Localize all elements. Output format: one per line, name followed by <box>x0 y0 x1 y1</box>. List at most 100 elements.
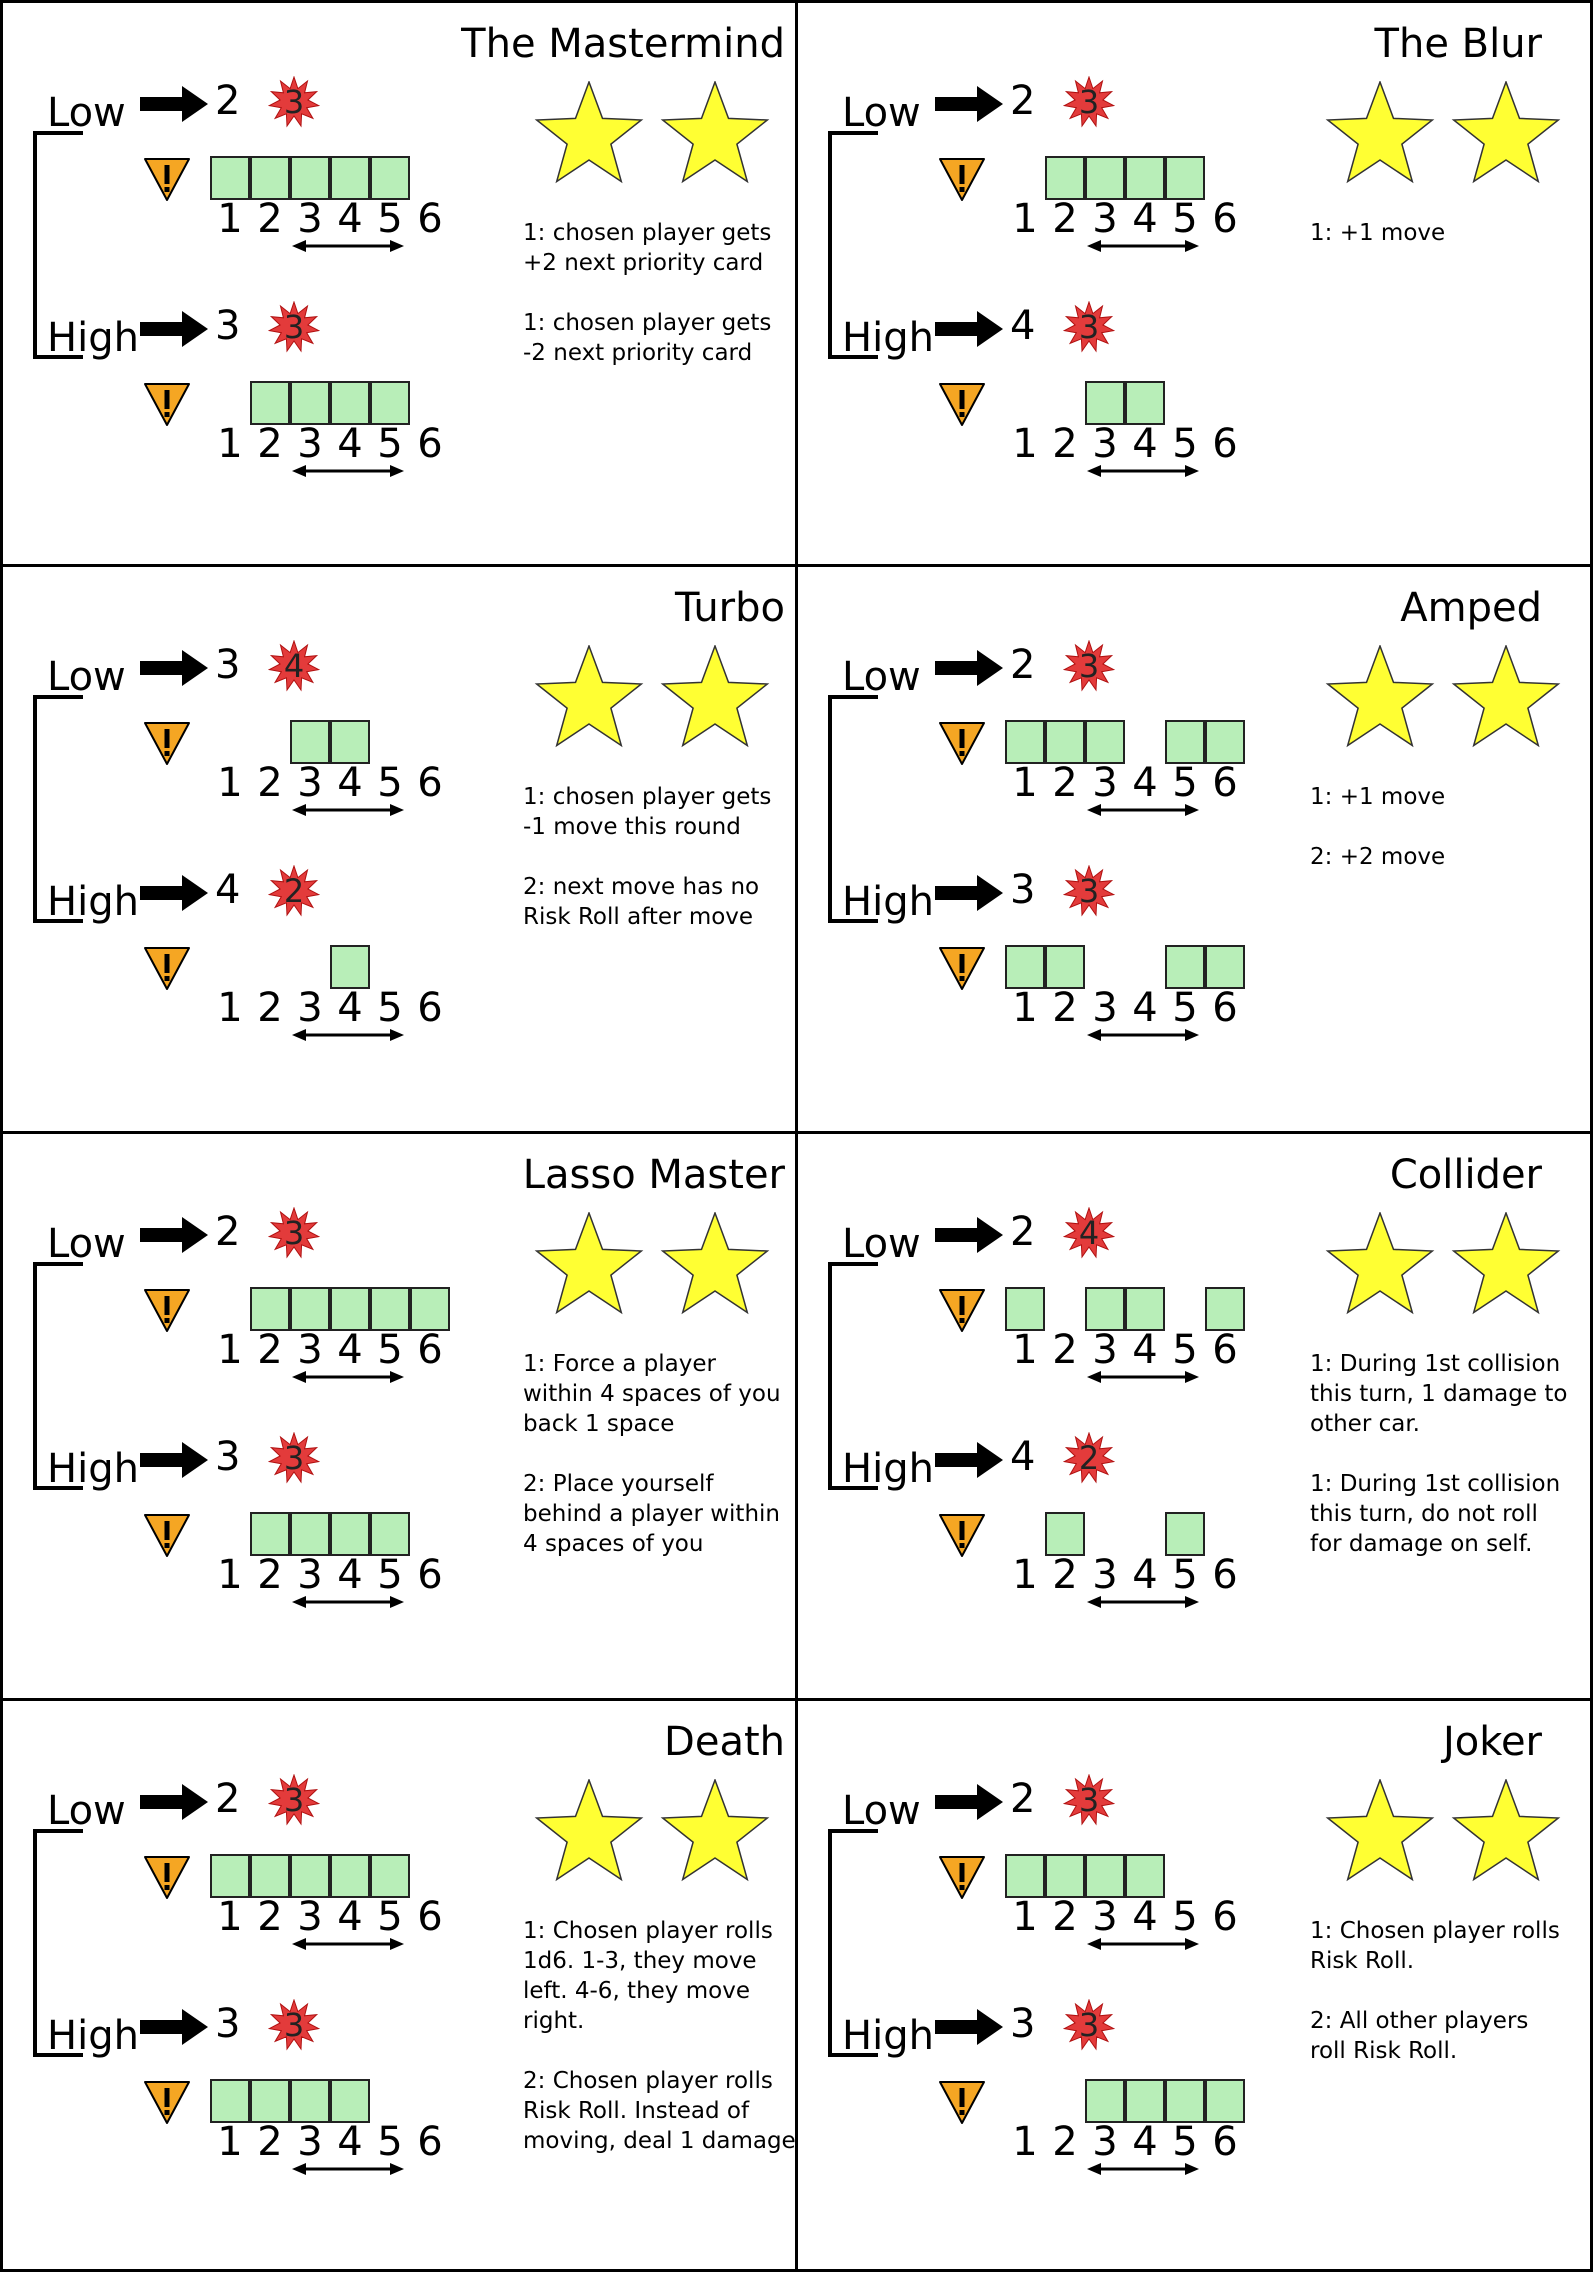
risk-value: 3 <box>284 1214 304 1252</box>
lane-number: 1 <box>217 421 243 467</box>
card-title: Turbo <box>674 585 785 631</box>
warning-icon <box>144 383 190 426</box>
lane-number: 2 <box>257 1894 283 1940</box>
lane-number: 4 <box>337 196 363 242</box>
warning-icon <box>939 158 985 201</box>
card-title: Collider <box>1389 1152 1542 1198</box>
lane-number: 4 <box>337 1327 363 1373</box>
lane-number: 3 <box>1092 760 1118 806</box>
lane-number: 1 <box>217 1894 243 1940</box>
range-arrow-icon <box>292 1029 404 1041</box>
slot-4 <box>330 720 370 764</box>
lane-number: 2 <box>257 2119 283 2165</box>
lane-number: 4 <box>337 985 363 1031</box>
lane-number: 6 <box>417 760 443 806</box>
card-title: The Mastermind <box>461 21 785 67</box>
high-label: High <box>842 2013 934 2059</box>
lane-number: 5 <box>377 1327 403 1373</box>
lane-number: 2 <box>1052 1894 1078 1940</box>
risk-value: 3 <box>1079 308 1099 346</box>
lane-number: 3 <box>1092 1894 1118 1940</box>
effect-text: 1: chosen player gets -1 move this round <box>523 784 772 840</box>
slot-3 <box>290 1287 330 1331</box>
slot-2 <box>250 1854 290 1898</box>
slot-2 <box>250 381 290 425</box>
lane-number: 5 <box>377 1552 403 1598</box>
lane-number: 5 <box>1172 421 1198 467</box>
move-value: 2 <box>1010 1209 1036 1255</box>
risk-burst-icon: 2 <box>268 865 320 917</box>
lane-number: 3 <box>1092 985 1118 1031</box>
effects-list: 1: Chosen player rolls Risk Roll.2: All … <box>1310 1916 1585 2096</box>
slot-4 <box>1125 156 1165 200</box>
lane-number: 1 <box>217 196 243 242</box>
risk-value: 2 <box>284 872 304 910</box>
risk-value: 3 <box>284 1439 304 1477</box>
slot-1 <box>1005 1287 1045 1331</box>
slot-3 <box>1085 381 1125 425</box>
card-title: Joker <box>1442 1719 1542 1765</box>
lane-number: 2 <box>1052 760 1078 806</box>
risk-burst-icon: 3 <box>1063 640 1115 692</box>
slot-2 <box>1045 156 1085 200</box>
position-slots <box>1005 2079 1285 2125</box>
move-value: 3 <box>215 642 241 688</box>
lane-number: 5 <box>1172 196 1198 242</box>
position-slots <box>210 720 490 766</box>
risk-burst-icon: 3 <box>268 1999 320 2051</box>
risk-value: 4 <box>284 647 304 685</box>
lane-number: 3 <box>297 2119 323 2165</box>
move-value: 2 <box>1010 78 1036 124</box>
lane-number: 4 <box>1132 2119 1158 2165</box>
slot-3 <box>290 156 330 200</box>
right-arrow-icon <box>935 875 1003 911</box>
lane-number: 4 <box>337 2119 363 2165</box>
position-slots <box>210 1854 490 1900</box>
risk-burst-icon: 3 <box>1063 301 1115 353</box>
high-label: High <box>47 1446 139 1492</box>
risk-burst-icon: 3 <box>1063 76 1115 128</box>
slot-4 <box>330 2079 370 2123</box>
effects-list: 1: During 1st collision this turn, 1 dam… <box>1310 1349 1585 1589</box>
right-arrow-icon <box>935 650 1003 686</box>
star-icons <box>1325 1779 1561 1882</box>
low-label: Low <box>842 1788 921 1834</box>
effect-text: 2: next move has no Risk Roll after move <box>523 874 760 930</box>
position-slots <box>210 2079 490 2125</box>
lane-number: 1 <box>217 1552 243 1598</box>
slot-5 <box>370 381 410 425</box>
right-arrow-icon <box>140 650 208 686</box>
high-label: High <box>47 879 139 925</box>
lane-number: 1 <box>1012 1552 1038 1598</box>
warning-icon <box>939 383 985 426</box>
effect-text: 1: chosen player gets -2 next priority c… <box>523 310 772 366</box>
warning-icon <box>939 2081 985 2124</box>
range-arrow-icon <box>292 465 404 477</box>
risk-burst-icon: 3 <box>268 301 320 353</box>
lane-number: 3 <box>297 1552 323 1598</box>
options-bracket <box>33 131 83 359</box>
lane-number: 5 <box>377 985 403 1031</box>
right-arrow-icon <box>140 1442 208 1478</box>
lane-number: 4 <box>1132 421 1158 467</box>
effect-text: 1: During 1st collision this turn, 1 dam… <box>1310 1351 1568 1437</box>
position-slots <box>1005 156 1285 202</box>
high-label: High <box>47 2013 139 2059</box>
high-label: High <box>842 879 934 925</box>
lane-number: 5 <box>1172 1552 1198 1598</box>
lane-number: 2 <box>1052 1327 1078 1373</box>
lane-number: 5 <box>1172 2119 1198 2165</box>
